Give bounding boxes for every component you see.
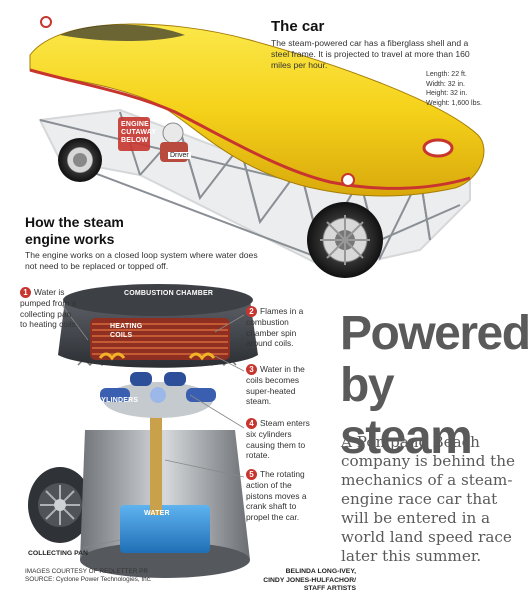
cylinders-label: CYLINDERS (96, 397, 139, 404)
crank-shaft (150, 405, 162, 515)
engine-cutaway-marker (118, 117, 150, 151)
spec-weight: Weight: 1,600 lbs. (426, 99, 482, 107)
cylinder-assembly (100, 372, 216, 418)
water-label: WATER (144, 510, 170, 517)
car-badge (341, 173, 355, 187)
step-number: 5 (246, 469, 257, 480)
spec-width: Width: 32 in. (426, 80, 465, 88)
staff-credit: BELINDA LONG-IVEY, CINDY JONES-HULFACHOR… (263, 568, 356, 592)
step-number: 1 (20, 287, 31, 298)
step-number: 2 (246, 306, 257, 317)
source-credit: SOURCE: Cyclone Power Technologies, Inc. (25, 576, 152, 583)
water-reservoir (120, 505, 210, 553)
deck-text: A Pompano Beach company is behind the me… (341, 433, 516, 565)
headline: Powered by steam (340, 308, 528, 464)
spec-height: Height: 32 in. (426, 90, 468, 98)
car-badge (40, 16, 52, 28)
step-text: Water is pumped from a collecting pan to… (20, 287, 79, 329)
car-specs: Length: 22 ft. Width: 32 in. Height: 32 … (426, 70, 482, 108)
car-red-stripe (29, 68, 471, 190)
step-text: The rotating action of the pistons moves… (246, 469, 307, 522)
collecting-pan-label: COLLECTING PAN (28, 550, 88, 557)
spec-length: Length: 22 ft. (426, 71, 467, 78)
headline-line-2: by steam (340, 359, 473, 464)
image-credit: IMAGES COURTESY OF REDLETTER PR (25, 568, 148, 575)
step-text: Water in the coils becomes super-heated … (246, 364, 305, 406)
headline-line-1: Powered (340, 307, 528, 360)
driver-label: Driver (168, 152, 191, 159)
heating-coils-label: HEATING COILS (110, 323, 143, 339)
car-heading: The car (271, 18, 325, 35)
engine-heading: How the steam engine works (25, 214, 124, 247)
heating-coils (90, 318, 230, 361)
car-badge (422, 138, 454, 158)
car-description: The steam-powered car has a fiberglass s… (271, 38, 470, 70)
engine-description: The engine works on a closed loop system… (25, 250, 258, 271)
engine-cutaway-label: ENGINE CUTAWAY BELOW (121, 121, 157, 144)
combustion-chamber-label: COMBUSTION CHAMBER (124, 290, 214, 297)
step-number: 3 (246, 364, 257, 375)
car-canopy (60, 24, 185, 42)
step-number: 4 (246, 418, 257, 429)
step-text: Steam enters six cylinders causing them … (246, 418, 310, 460)
step-text: Flames in a combustion chamber spin arou… (246, 306, 304, 348)
